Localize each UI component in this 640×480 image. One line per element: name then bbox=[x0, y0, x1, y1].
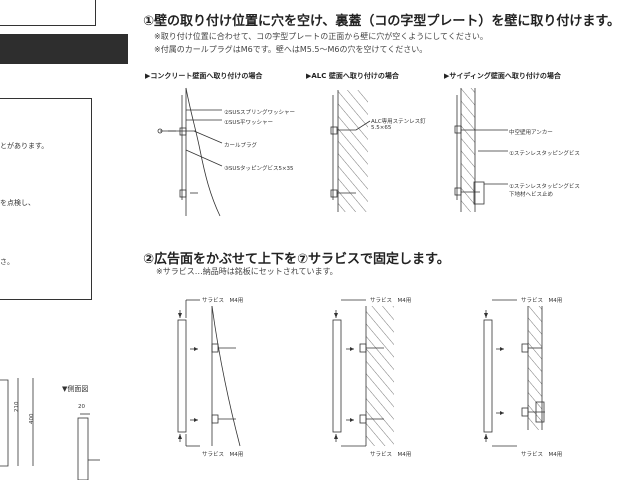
screw-label-top-2: サラビス M4用 bbox=[370, 298, 412, 304]
screw-label-top-3: サラビス M4用 bbox=[521, 298, 563, 304]
step2-alc-drawing bbox=[332, 299, 394, 447]
step2-note: ※サラビス…納品時は銘板にセットされています。 bbox=[156, 267, 338, 276]
side-view-drawing bbox=[0, 378, 100, 480]
screw-label-bottom-2: サラビス M4用 bbox=[370, 452, 412, 458]
step2-concrete-drawing bbox=[177, 299, 241, 447]
notice-line-1: とがあります。 bbox=[0, 142, 49, 150]
concrete-wall-drawing bbox=[157, 87, 223, 217]
dim-20: 20 bbox=[78, 404, 85, 410]
step1-note-2: ※付属のカールプラグはM6です。壁へはM5.5～M6の穴を空けてください。 bbox=[154, 45, 428, 54]
top-frame bbox=[0, 0, 96, 26]
notice-line-3: さ。 bbox=[0, 258, 14, 266]
label-spring-washer: ②SUSスプリングワッシャー bbox=[224, 110, 295, 116]
screw-label-bottom-3: サラビス M4用 bbox=[521, 452, 563, 458]
label-flat-washer: ①SUS平ワッシャー bbox=[224, 120, 273, 126]
label-stainless-screw-1: ①ステンレスタッピングビス bbox=[509, 151, 580, 157]
label-stainless-screw-2: ①ステンレスタッピングビス bbox=[509, 184, 580, 190]
step1-note-1: ※取り付け位置に合わせて、コの字型プレートの正面から壁に穴が空くようにしてくださ… bbox=[154, 32, 488, 41]
label-tapping-screw: ③SUSタッピングビス5×35 bbox=[224, 166, 294, 172]
alc-heading: ▶ALC 壁面へ取り付けの場合 bbox=[306, 72, 399, 80]
label-curl-plug: カールプラグ bbox=[224, 143, 258, 149]
step2-title: ②広告面をかぶせて上下を⑦サラビスで固定します。 bbox=[143, 252, 450, 267]
step1-title: ①壁の取り付け位置に穴を空け、裏蓋（コの字型プレート）を壁に取り付けます。 bbox=[143, 14, 621, 29]
siding-heading: ▶サイディング壁面へ取り付けの場合 bbox=[444, 72, 561, 80]
side-view-label: ▼側面図 bbox=[62, 385, 89, 393]
label-alc-nail: ALC専用ステンレス釘 bbox=[371, 119, 426, 125]
section-header-bar bbox=[0, 34, 128, 64]
siding-wall-drawing bbox=[454, 88, 508, 212]
notice-box bbox=[0, 98, 92, 300]
label-alc-size: 5.5×65 bbox=[371, 125, 392, 131]
screw-label-bottom-1: サラビス M4用 bbox=[202, 452, 244, 458]
label-hollow-anchor: 中空壁用アンカー bbox=[509, 130, 553, 136]
label-base-screw: 下地材へビス止め bbox=[509, 192, 554, 198]
step2-siding-drawing bbox=[483, 299, 545, 447]
concrete-heading: ▶コンクリート壁面へ取り付けの場合 bbox=[145, 72, 263, 80]
alc-wall-drawing bbox=[330, 90, 371, 212]
notice-line-2: を点検し、 bbox=[0, 199, 35, 207]
screw-label-top-1: サラビス M4用 bbox=[202, 298, 244, 304]
